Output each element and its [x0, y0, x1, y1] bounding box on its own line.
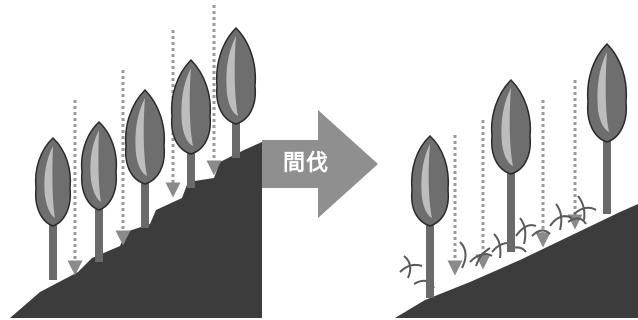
tree: [170, 58, 212, 188]
tree: [34, 136, 72, 280]
thinning-arrow: [262, 110, 378, 218]
slope-ground: [395, 204, 638, 318]
light-rays: [447, 80, 583, 276]
tree: [410, 134, 450, 298]
tree: [586, 42, 628, 214]
tree: [124, 88, 166, 228]
before-thinning-panel: [10, 5, 262, 318]
arrow-shape: [262, 110, 378, 218]
after-thinning-panel: [395, 42, 638, 318]
tree: [490, 78, 532, 252]
tree: [80, 120, 118, 262]
tree: [215, 26, 257, 158]
thinning-label: 間伐: [282, 151, 329, 176]
slope-ground: [10, 142, 262, 318]
